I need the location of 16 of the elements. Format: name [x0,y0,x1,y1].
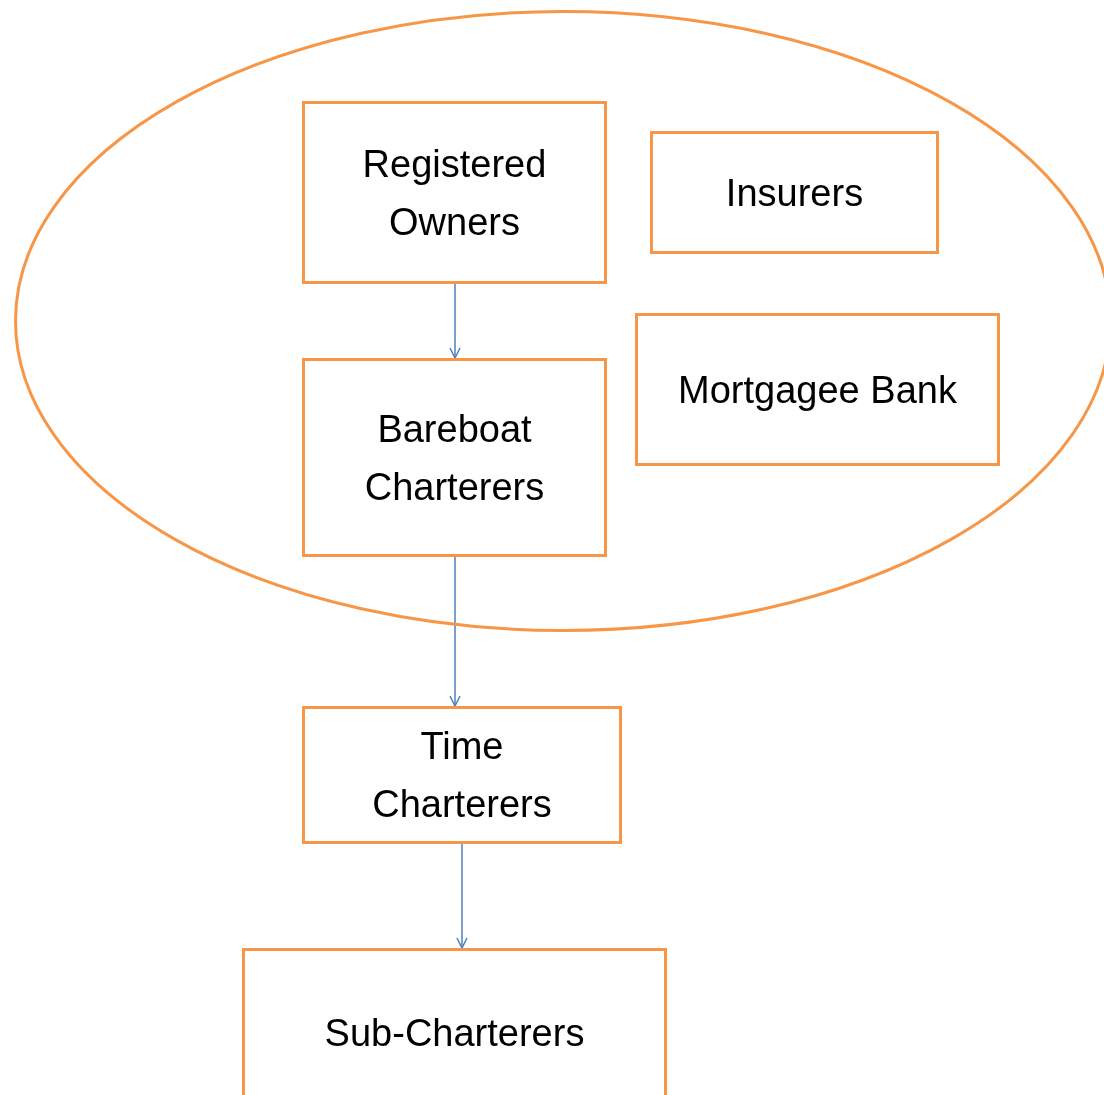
process-box [302,706,622,844]
arrow [456,843,468,949]
box-label: Mortgagee Bank [678,367,957,413]
process-box [650,131,939,254]
arrow [449,556,461,707]
box-label: Sub-Charterers [324,1011,585,1056]
process-box [302,358,607,557]
process-box [302,101,607,284]
box-label: Bareboat Charterers [363,406,546,510]
box-label: Time Charterers [371,724,553,827]
ellipse-outline [14,10,1104,632]
process-box [242,948,667,1095]
process-box [635,313,1000,466]
box-label: Registered Owners [361,141,548,245]
arrow [449,283,461,359]
box-label: Insurers [725,170,864,216]
